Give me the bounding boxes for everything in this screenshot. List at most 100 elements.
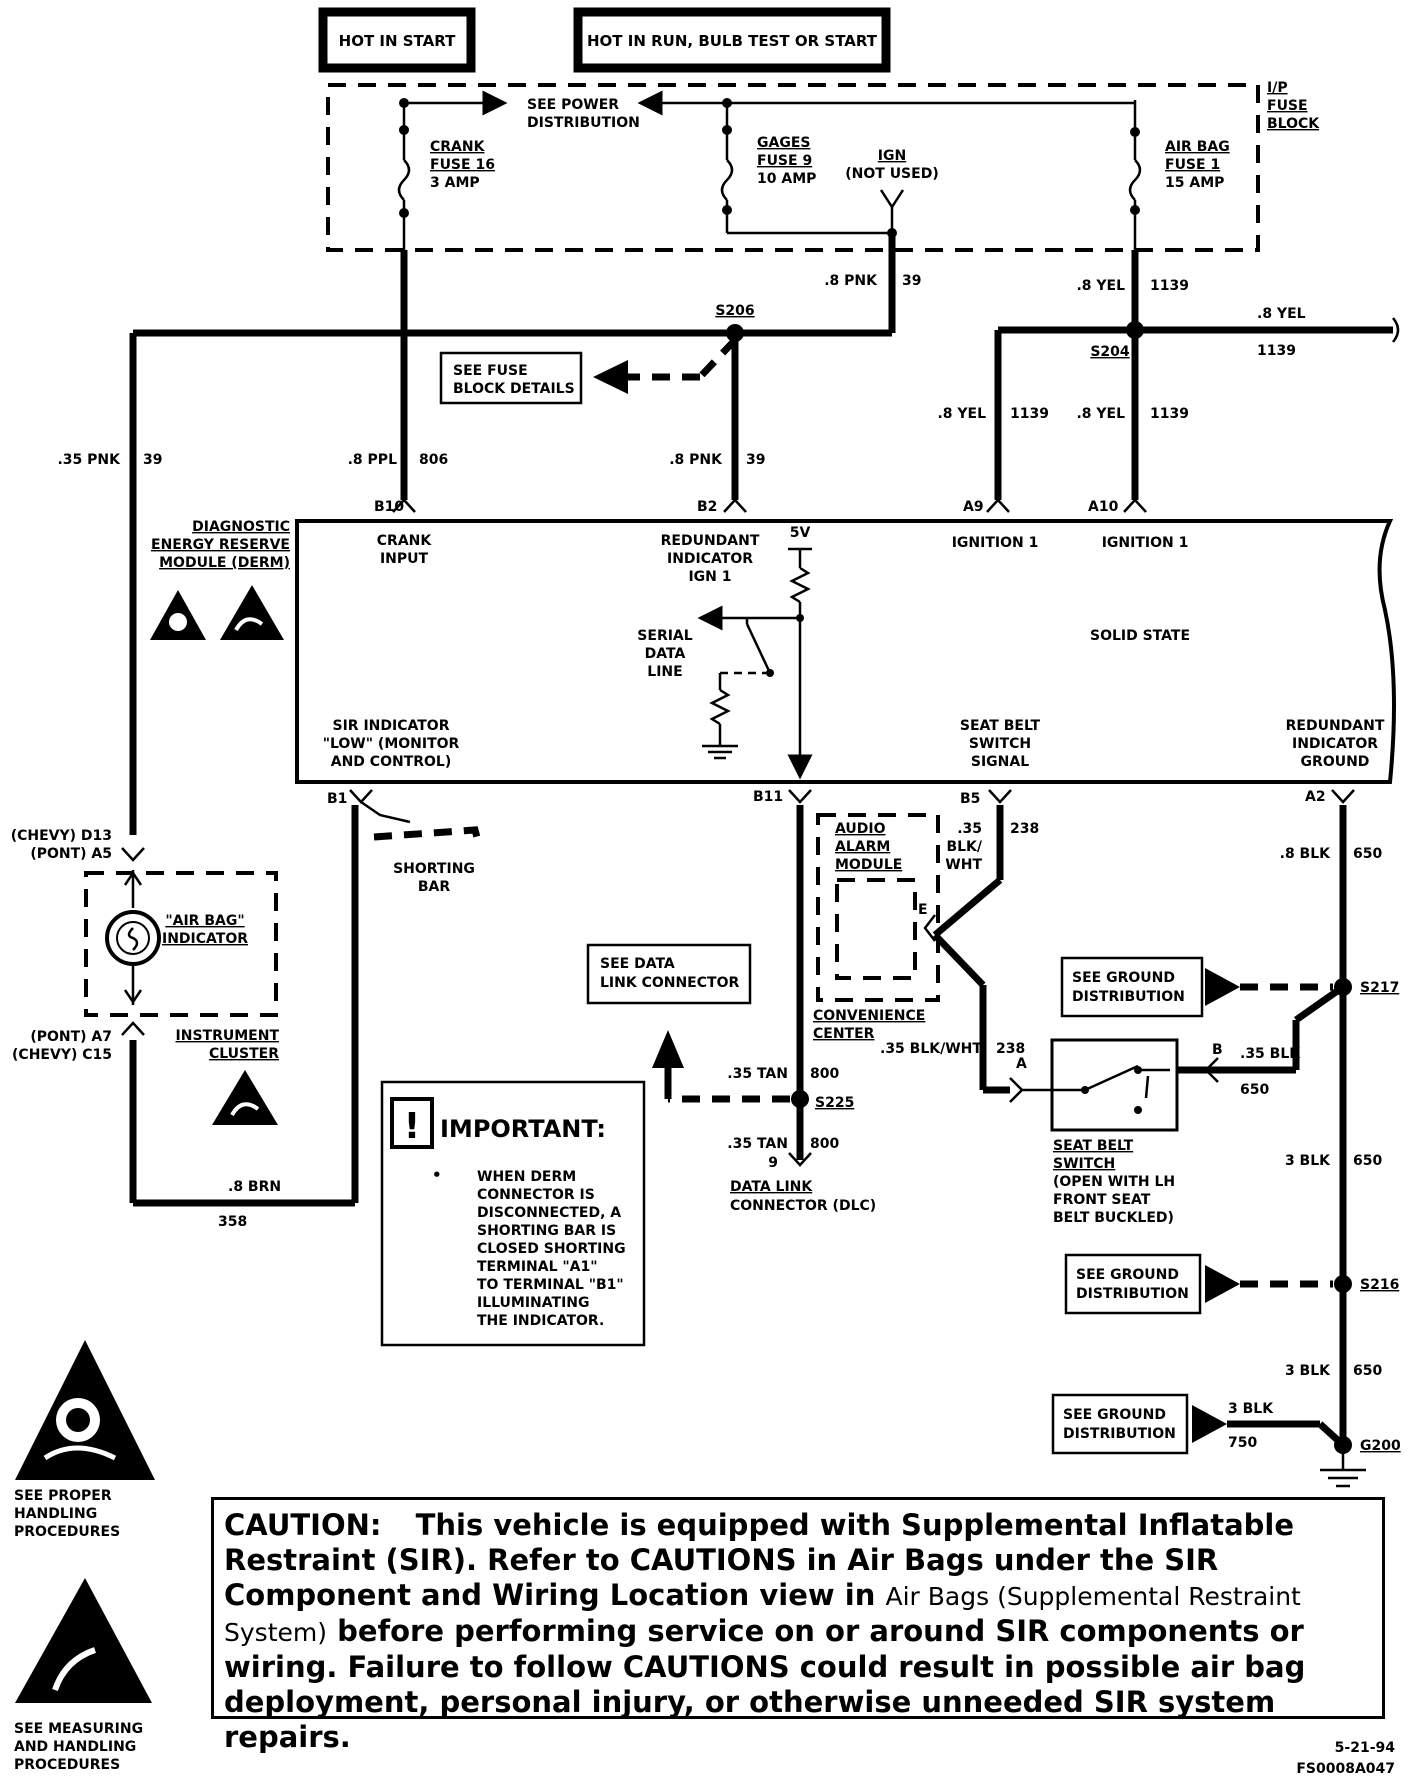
diagram-label: .8 YEL <box>1076 278 1125 294</box>
diagram-label: HOT IN RUN, BULB TEST OR START <box>587 32 878 50</box>
diagram-label: (OPEN WITH LH <box>1053 1174 1175 1190</box>
diagram-label: SEE MEASURING <box>14 1721 143 1737</box>
diagram-label: AUDIO <box>835 821 886 837</box>
important-note: ! IMPORTANT: • WHEN DERM CONNECTOR IS DI… <box>380 1080 646 1347</box>
diagram-label: HOT IN START <box>339 32 456 50</box>
diagram-label: BLK/ <box>946 839 982 855</box>
diagram-label: .8 PNK <box>669 452 723 468</box>
diagram-label: .8 YEL <box>1076 406 1125 422</box>
diagram-label: A <box>1016 1056 1027 1072</box>
diagram-label: SEE FUSE <box>453 363 528 379</box>
diagram-label: SWITCH <box>969 736 1031 752</box>
diagram-label: ENERGY RESERVE <box>151 537 290 553</box>
diagram-label: FS0008A047 <box>1296 1761 1395 1777</box>
diagram-label: 5-21-94 <box>1335 1740 1396 1756</box>
diagram-label: TO TERMINAL "B1" <box>477 1277 624 1293</box>
diagram-label: 650 <box>1353 1363 1382 1379</box>
footer-code: 5-21-94 FS0008A047 <box>1296 1740 1395 1777</box>
diagram-label: SEAT BELT <box>1053 1138 1134 1154</box>
diagram-label: S206 <box>715 303 754 319</box>
see-ground-distribution-2: SEE GROUND DISTRIBUTION <box>1064 1253 1202 1315</box>
diagram-label: 238 <box>1010 821 1039 837</box>
diagram-label: B10 <box>374 499 404 515</box>
diagram-label: FRONT SEAT <box>1053 1192 1151 1208</box>
diagram-label: SEE POWER <box>527 97 619 113</box>
diagram-label: .8 BLK <box>1280 846 1332 862</box>
diagram-label: .8 YEL <box>1257 306 1306 322</box>
diagram-label: S217 <box>1360 980 1399 996</box>
diagram-label: LINE <box>647 664 682 680</box>
diagram-label: 3 AMP <box>430 175 480 191</box>
diagram-label: FUSE 16 <box>430 157 495 173</box>
diagram-label: HANDLING <box>14 1506 97 1522</box>
diagram-label: ILLUMINATING <box>477 1295 590 1311</box>
diagram-label: .35 PNK <box>57 452 121 468</box>
diagram-label: BAR <box>418 879 451 895</box>
diagram-label: .8 PNK <box>824 273 878 289</box>
diagram-label: 650 <box>1353 846 1382 862</box>
diagram-label: REDUNDANT <box>1286 718 1385 734</box>
diagram-label: 3 BLK <box>1285 1363 1331 1379</box>
diagram-label: S216 <box>1360 1277 1399 1293</box>
diagram-label: SOLID STATE <box>1090 628 1190 644</box>
diagram-label: 1139 <box>1257 343 1296 359</box>
diagram-label: B1 <box>327 791 347 807</box>
diagram-label: 1139 <box>1150 278 1189 294</box>
diagram-label: SEE GROUND <box>1072 970 1175 986</box>
diagram-label: A10 <box>1088 499 1119 515</box>
diagram-label: 800 <box>810 1136 839 1152</box>
upper-wiring: .8 PPL 806 .8 PNK 39 S206 .8 PNK 39 .35 … <box>57 233 1400 835</box>
derm-module: DIAGNOSTIC ENERGY RESERVE MODULE (DERM) … <box>151 498 1396 807</box>
diagram-label: B5 <box>960 791 980 807</box>
diagram-label: .8 PPL <box>348 452 397 468</box>
diagram-label: "LOW" (MONITOR <box>323 736 460 752</box>
diagram-label: INSTRUMENT <box>176 1028 280 1044</box>
diagram-label: "AIR BAG" <box>165 913 244 929</box>
diagram-label: CLUSTER <box>209 1046 279 1062</box>
diagram-label: S225 <box>815 1095 854 1111</box>
diagram-label: DISTRIBUTION <box>527 115 640 131</box>
diagram-label: BELT BUCKLED) <box>1053 1210 1174 1226</box>
diagram-label: 3 BLK <box>1228 1401 1274 1417</box>
diagram-label: 238 <box>996 1041 1025 1057</box>
diagram-label: AND HANDLING <box>14 1739 136 1755</box>
diagram-label: DATA LINK <box>730 1179 813 1195</box>
diagram-label: .35 BLK <box>1240 1046 1301 1062</box>
diagram-label: DATA <box>645 646 686 662</box>
diagram-label: I/P <box>1267 80 1288 96</box>
diagram-label: 39 <box>746 452 765 468</box>
diagram-label: GROUND <box>1301 754 1370 770</box>
diagram-label: .35 BLK/WHT <box>880 1041 982 1057</box>
see-fuse-block-details: SEE FUSE BLOCK DETAILS <box>439 351 583 405</box>
diagram-label: 5V <box>790 525 811 541</box>
diagram-label: IGN <box>878 148 906 164</box>
diagram-label: PROCEDURES <box>14 1524 120 1540</box>
diagram-label: 650 <box>1240 1082 1269 1098</box>
diagram-label: IGNITION 1 <box>952 535 1039 551</box>
diagram-label: B2 <box>697 499 717 515</box>
diagram-label: IGN 1 <box>688 569 731 585</box>
diagram-label: IMPORTANT: <box>440 1115 606 1143</box>
diagram-label: (CHEVY) D13 <box>11 828 112 844</box>
diagram-label: INDICATOR <box>667 551 753 567</box>
diagram-label: • <box>432 1166 442 1184</box>
lower-wiring: SHORTING BAR .8 BRN 358 (CHEVY) D13 (PON… <box>11 800 1401 1488</box>
diagram-label: S204 <box>1090 344 1130 360</box>
diagram-label: AND CONTROL) <box>331 754 452 770</box>
diagram-label: B <box>1212 1042 1223 1058</box>
fuse-block: I/P FUSE BLOCK SEE POWER DISTRIBUTION CR… <box>326 80 1320 252</box>
diagram-label: .35 TAN <box>727 1066 788 1082</box>
see-ground-distribution-3: SEE GROUND DISTRIBUTION <box>1051 1393 1189 1455</box>
diagram-label: CRANK <box>377 533 433 549</box>
diagram-label: B11 <box>753 789 783 805</box>
handling-icons: SEE PROPER HANDLING PROCEDURES SEE MEASU… <box>14 1340 155 1773</box>
caution-text-part2: before performing service on or around S… <box>224 1614 1306 1754</box>
diagram-label: 650 <box>1353 1153 1382 1169</box>
diagram-label: A9 <box>963 499 984 515</box>
diagram-label: SWITCH <box>1053 1156 1115 1172</box>
diagram-label: A2 <box>1305 789 1326 805</box>
diagram-label: SHORTING BAR IS <box>477 1223 616 1239</box>
diagram-label: CONVENIENCE <box>813 1008 925 1024</box>
diagram-label: CONNECTOR IS <box>477 1187 595 1203</box>
diagram-label: 806 <box>419 452 448 468</box>
